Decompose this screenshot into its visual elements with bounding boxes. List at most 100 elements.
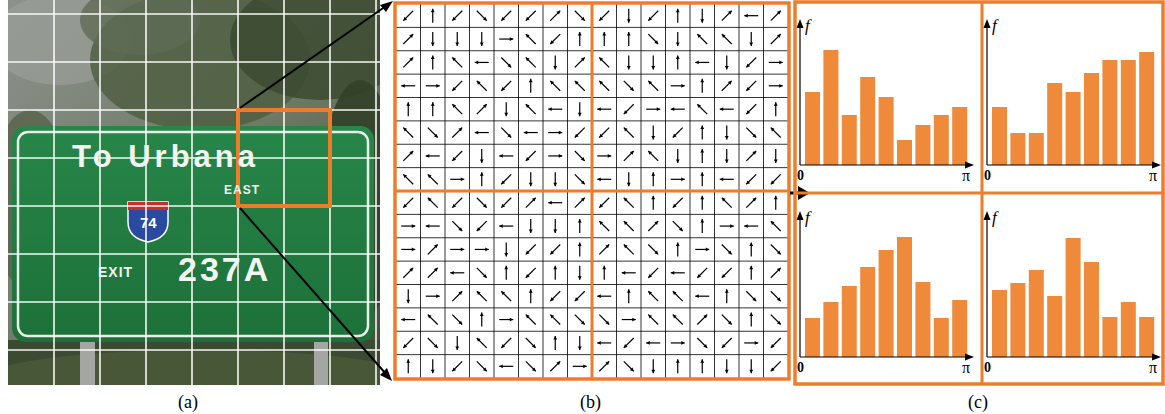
panel-label: (a) xyxy=(178,393,198,411)
gradient-arrow xyxy=(526,198,536,208)
gradient-arrow xyxy=(550,34,560,44)
gradient-arrow xyxy=(403,128,413,138)
gradient-arrow xyxy=(627,55,631,69)
gradient-arrow xyxy=(526,57,536,67)
axis-head xyxy=(797,211,804,220)
gradient-arrow xyxy=(624,198,634,208)
gradient-arrow xyxy=(720,224,734,228)
tree-foliage xyxy=(80,0,200,55)
gradient-arrow xyxy=(671,271,685,275)
gradient-arrow xyxy=(431,55,435,69)
y-axis xyxy=(799,217,800,357)
gradient-arrow xyxy=(455,336,459,350)
gradient-arrow xyxy=(673,198,683,208)
gradient-arrow xyxy=(403,34,413,44)
axis-origin: 0 xyxy=(984,361,991,375)
gradient-arrow xyxy=(746,104,756,114)
histogram-bar xyxy=(897,140,912,165)
gradient-arrow xyxy=(480,172,484,186)
gradient-arrow xyxy=(431,102,435,116)
gradient-arrow xyxy=(550,315,560,325)
gradient-arrow xyxy=(524,131,538,135)
gradient-arrow xyxy=(428,268,438,278)
gradient-arrow xyxy=(553,266,557,280)
histogram-bar xyxy=(1084,73,1099,165)
histogram-bar xyxy=(860,267,875,357)
gradient-arrow xyxy=(529,79,533,93)
gradient-arrow xyxy=(697,104,707,114)
histogram-bar xyxy=(823,50,838,165)
histogram-bar xyxy=(805,318,820,357)
gradient-arrow xyxy=(749,359,753,373)
gradient-arrow xyxy=(477,291,487,301)
gradient-arrow xyxy=(406,102,410,116)
gradient-arrow xyxy=(548,201,562,205)
gradient-arrow xyxy=(452,221,462,231)
gradient-arrow xyxy=(501,128,511,138)
gradient-arrow xyxy=(597,294,611,298)
gradient-arrow xyxy=(627,289,631,303)
histogram-bar xyxy=(1139,52,1154,165)
gradient-arrow xyxy=(622,318,636,322)
histogram-bar xyxy=(1047,83,1062,165)
gradient-arrow xyxy=(499,37,513,41)
gradient-arrow xyxy=(651,359,655,373)
gradient-arrow xyxy=(720,107,734,111)
histogram-bar xyxy=(879,97,894,165)
gradient-arrow xyxy=(578,266,582,280)
gradient-arrow xyxy=(501,11,511,21)
gradient-arrow xyxy=(624,221,634,231)
x-axis xyxy=(987,164,1155,165)
axis-origin: 0 xyxy=(797,361,804,375)
histogram-bar xyxy=(1066,92,1081,165)
gradient-arrow xyxy=(426,224,440,228)
gradient-arrow xyxy=(722,34,732,44)
gradient-arrow xyxy=(599,11,609,21)
gradient-arrow xyxy=(499,154,513,158)
gradient-arrow xyxy=(428,315,438,325)
gradient-arrow xyxy=(622,271,636,275)
gradient-arrow xyxy=(602,266,606,280)
gradient-arrow xyxy=(406,359,410,373)
gradient-arrow xyxy=(597,107,611,111)
gradient-arrow xyxy=(401,248,415,252)
gradient-arrow xyxy=(401,318,415,322)
gradient-arrow xyxy=(700,149,704,163)
gradient-arrow xyxy=(749,266,753,280)
gradient-arrow xyxy=(575,291,585,301)
gradient-arrow xyxy=(627,32,631,46)
gradient-arrow xyxy=(746,128,756,138)
gradient-arrow xyxy=(722,11,732,21)
histogram-bar xyxy=(860,77,875,165)
gradient-arrow xyxy=(403,198,413,208)
gradient-arrow xyxy=(700,79,704,93)
gradient-arrow xyxy=(597,177,611,181)
gradient-arrow xyxy=(526,338,536,348)
gradient-arrow xyxy=(746,198,756,208)
gradient-arrow xyxy=(599,361,609,371)
gradient-arrow xyxy=(501,291,511,301)
axis-origin: 0 xyxy=(984,169,991,183)
gradient-arrow xyxy=(676,9,680,23)
gradient-arrow xyxy=(548,154,562,158)
gradient-arrow xyxy=(452,104,462,114)
gradient-arrow xyxy=(769,61,783,65)
gradient-arrow xyxy=(676,359,680,373)
gradient-arrow xyxy=(575,151,585,161)
gradient-arrow xyxy=(697,315,707,325)
gradient-arrow xyxy=(599,198,609,208)
gradient-arrow xyxy=(431,9,435,23)
histogram-bar xyxy=(1029,133,1044,165)
gradient-arrow xyxy=(426,294,440,298)
sign-post xyxy=(80,338,95,385)
axis-label: f xyxy=(805,17,810,34)
axis-head xyxy=(797,19,804,28)
gradient-arrow xyxy=(720,177,734,181)
gradient-arrow xyxy=(452,57,462,67)
gradient-arrow xyxy=(477,338,487,348)
histogram-bar xyxy=(934,115,949,165)
axis-label: f xyxy=(992,17,997,34)
gradient-arrow xyxy=(477,361,487,371)
gradient-arrow xyxy=(749,242,753,256)
gradient-arrow xyxy=(477,104,487,114)
